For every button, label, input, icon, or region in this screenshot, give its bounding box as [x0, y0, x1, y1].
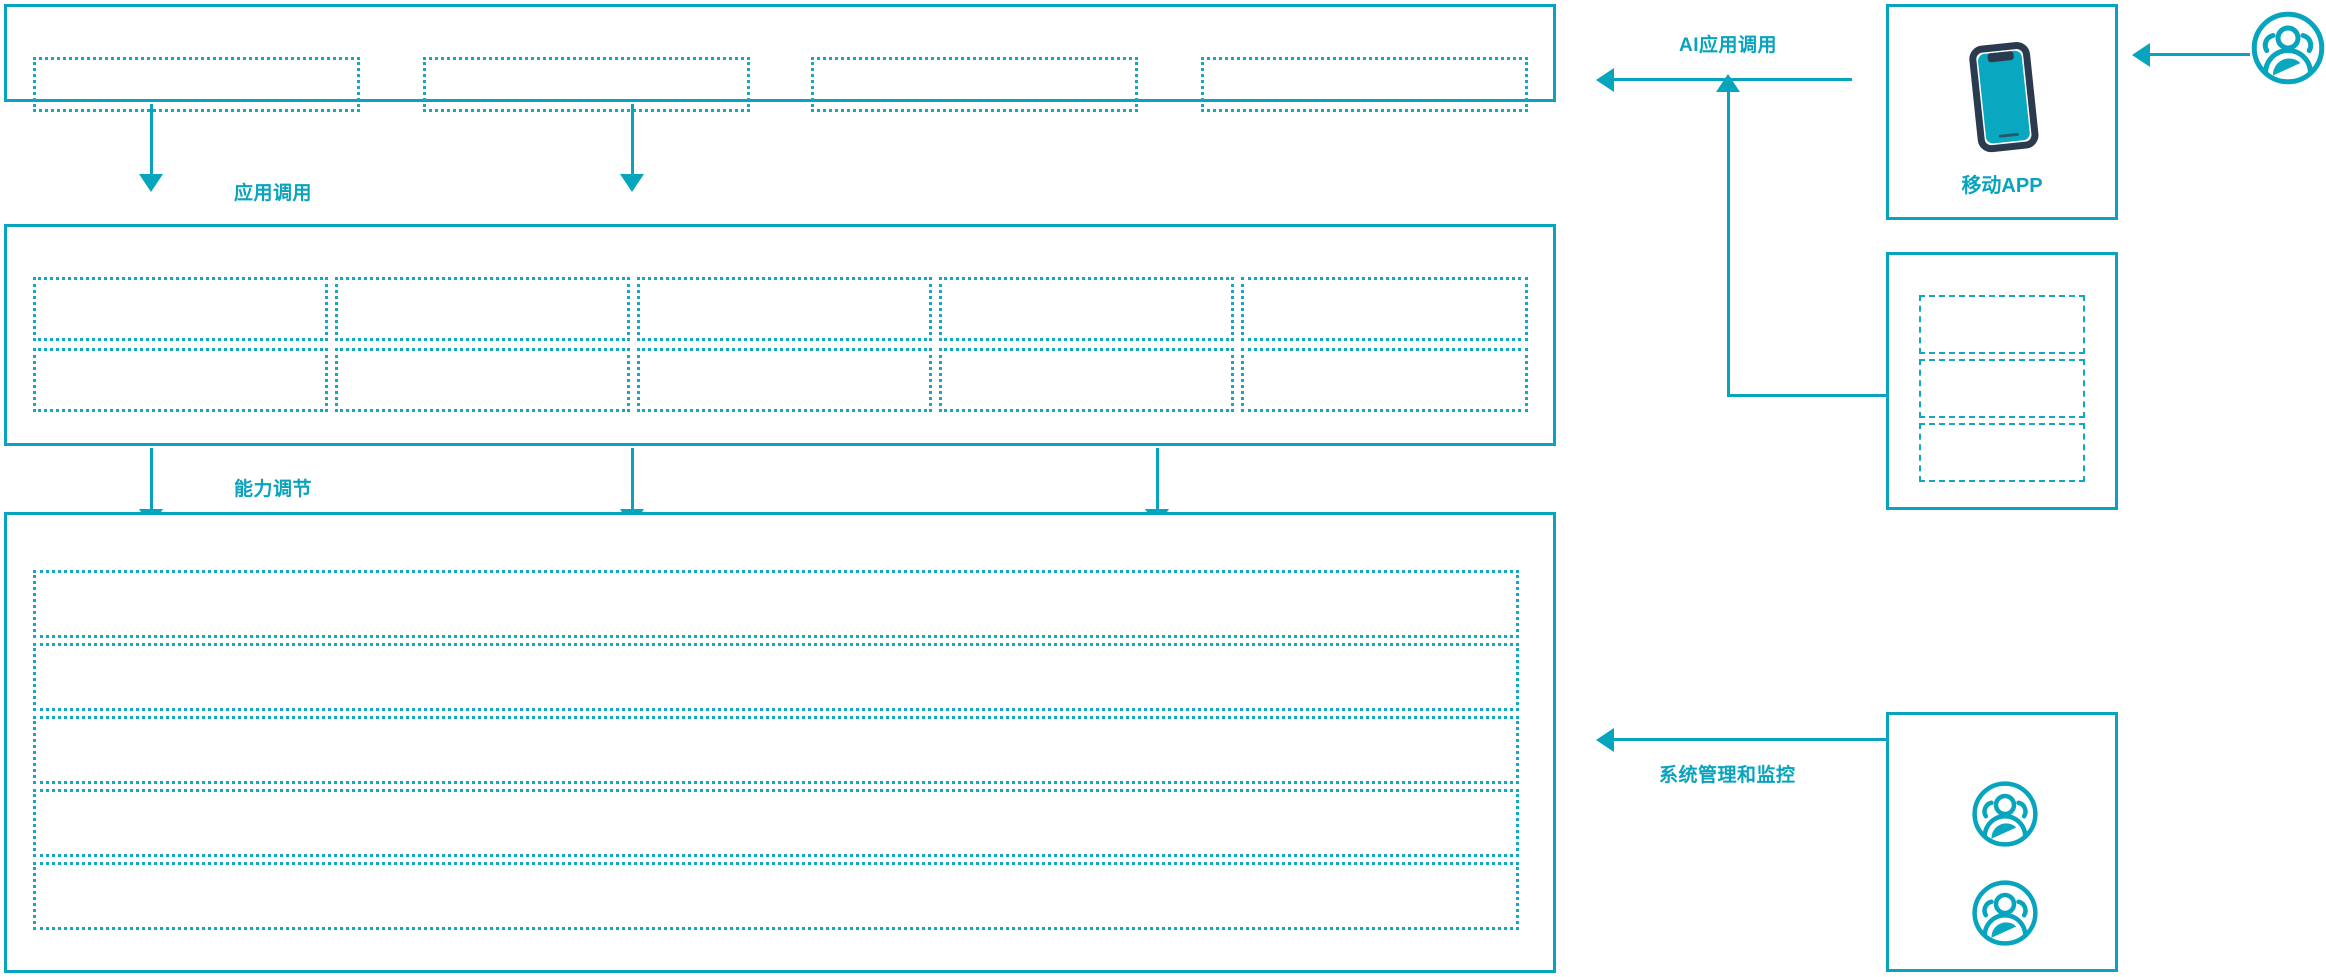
capability-box-r1c5[interactable]: [1241, 277, 1528, 341]
connector-actor-to-mobile: [2150, 53, 2250, 56]
connector-app-to-capability-2: [631, 104, 634, 176]
capability-box-r1c2[interactable]: [335, 277, 630, 341]
platform-strip-4[interactable]: [33, 789, 1519, 857]
module-box-3[interactable]: [1919, 423, 2085, 482]
capability-box-r1c1[interactable]: [33, 277, 328, 341]
capability-box-r1c4[interactable]: [939, 277, 1234, 341]
capability-box-r2c2[interactable]: [335, 348, 630, 412]
module-panel[interactable]: [1886, 252, 2118, 510]
arrow-system-admin-monitor: [1596, 728, 1614, 752]
admin-panel[interactable]: [1886, 712, 2118, 972]
module-box-2[interactable]: [1919, 359, 2085, 418]
arrow-ai-app-invoke: [1596, 68, 1614, 92]
connector-system-admin-monitor: [1614, 738, 1886, 741]
connector-capability-to-platform-3: [1156, 448, 1159, 511]
arrow-actor-to-mobile: [2132, 43, 2150, 67]
application-layer-panel: [4, 4, 1556, 102]
admin-users-group-icon-1: [1969, 778, 2041, 855]
flow-label-ai-app-invoke: AI应用调用: [1679, 35, 1778, 56]
application-box-4[interactable]: [1201, 57, 1528, 112]
arrow-app-to-capability-1: [139, 174, 163, 192]
platform-strip-1[interactable]: [33, 570, 1519, 638]
arrow-module-to-ai-up: [1716, 74, 1740, 92]
connector-module-to-ai-horizontal: [1727, 394, 1887, 397]
capability-box-r1c3[interactable]: [637, 277, 932, 341]
flow-label-capability-adjust: 能力调节: [234, 479, 313, 500]
connector-capability-to-platform-2: [631, 448, 634, 511]
capability-box-r2c5[interactable]: [1241, 348, 1528, 412]
platform-strip-2[interactable]: [33, 643, 1519, 711]
mobile-phone-icon: [1955, 33, 2055, 168]
connector-app-to-capability-1: [150, 104, 153, 176]
application-box-2[interactable]: [423, 57, 750, 112]
platform-layer-panel: [4, 512, 1556, 973]
arrow-app-to-capability-2: [620, 174, 644, 192]
external-actor-users-group-icon: [2248, 8, 2326, 93]
capability-box-r2c4[interactable]: [939, 348, 1234, 412]
platform-strip-5[interactable]: [33, 862, 1519, 930]
module-box-1[interactable]: [1919, 295, 2085, 354]
connector-module-to-ai-vertical: [1727, 92, 1730, 397]
connector-capability-to-platform-1: [150, 448, 153, 511]
capability-box-r2c1[interactable]: [33, 348, 328, 412]
mobile-app-label: 移动APP: [1961, 175, 2043, 197]
application-box-1[interactable]: [33, 57, 360, 112]
capability-box-r2c3[interactable]: [637, 348, 932, 412]
flow-label-system-admin-monitor: 系统管理和监控: [1659, 765, 1796, 786]
flow-label-app-invoke: 应用调用: [234, 183, 313, 204]
mobile-app-panel[interactable]: 移动APP: [1886, 4, 2118, 220]
connector-ai-app-invoke: [1614, 78, 1852, 81]
admin-users-group-icon-2: [1969, 877, 2041, 954]
application-box-3[interactable]: [811, 57, 1138, 112]
platform-strip-3[interactable]: [33, 716, 1519, 784]
